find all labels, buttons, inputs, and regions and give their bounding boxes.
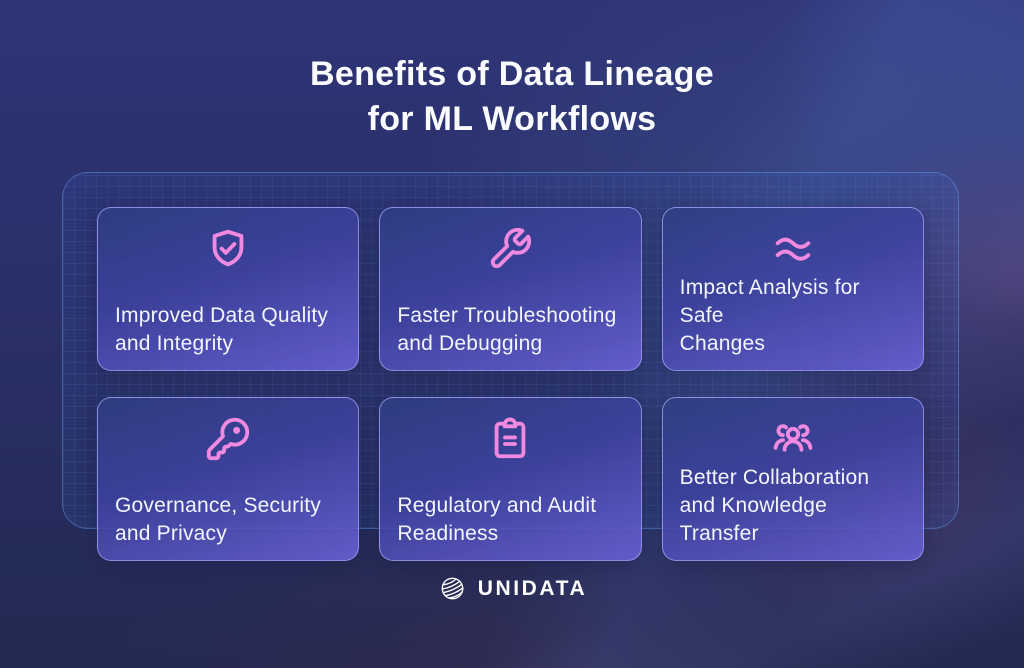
benefit-card: Faster Troubleshooting and Debugging bbox=[379, 207, 642, 371]
clipboard-icon bbox=[397, 414, 623, 464]
waves-icon bbox=[680, 224, 906, 274]
benefit-card: Governance, Security and Privacy bbox=[97, 397, 360, 561]
key-icon bbox=[115, 414, 341, 464]
globe-icon bbox=[437, 573, 468, 604]
page-title: Benefits of Data Lineage for ML Workflow… bbox=[310, 55, 714, 138]
benefit-card-label: Impact Analysis for Safe Changes bbox=[679, 276, 860, 355]
benefit-card-label: Faster Troubleshooting and Debugging bbox=[397, 304, 617, 355]
benefit-card-label: Regulatory and Audit Readiness bbox=[397, 494, 597, 545]
benefits-panel: Improved Data Quality and Integrity Fast… bbox=[62, 172, 959, 561]
brand-logo: UNIDATA bbox=[0, 573, 1024, 604]
benefit-card-label: Governance, Security and Privacy bbox=[115, 494, 321, 545]
benefit-card-label: Better Collaboration and Knowledge Trans… bbox=[679, 466, 870, 545]
users-icon bbox=[680, 414, 906, 464]
brand-name: UNIDATA bbox=[477, 576, 588, 600]
benefit-card: Better Collaboration and Knowledge Trans… bbox=[661, 397, 924, 561]
benefit-card: Improved Data Quality and Integrity bbox=[97, 207, 360, 371]
benefit-card-label: Improved Data Quality and Integrity bbox=[115, 304, 329, 355]
shield-check-icon bbox=[115, 224, 341, 274]
wrench-icon bbox=[397, 224, 623, 274]
benefit-card: Regulatory and Audit Readiness bbox=[379, 397, 642, 561]
benefit-card: Impact Analysis for Safe Changes bbox=[661, 207, 924, 371]
benefits-grid: Improved Data Quality and Integrity Fast… bbox=[97, 207, 924, 561]
